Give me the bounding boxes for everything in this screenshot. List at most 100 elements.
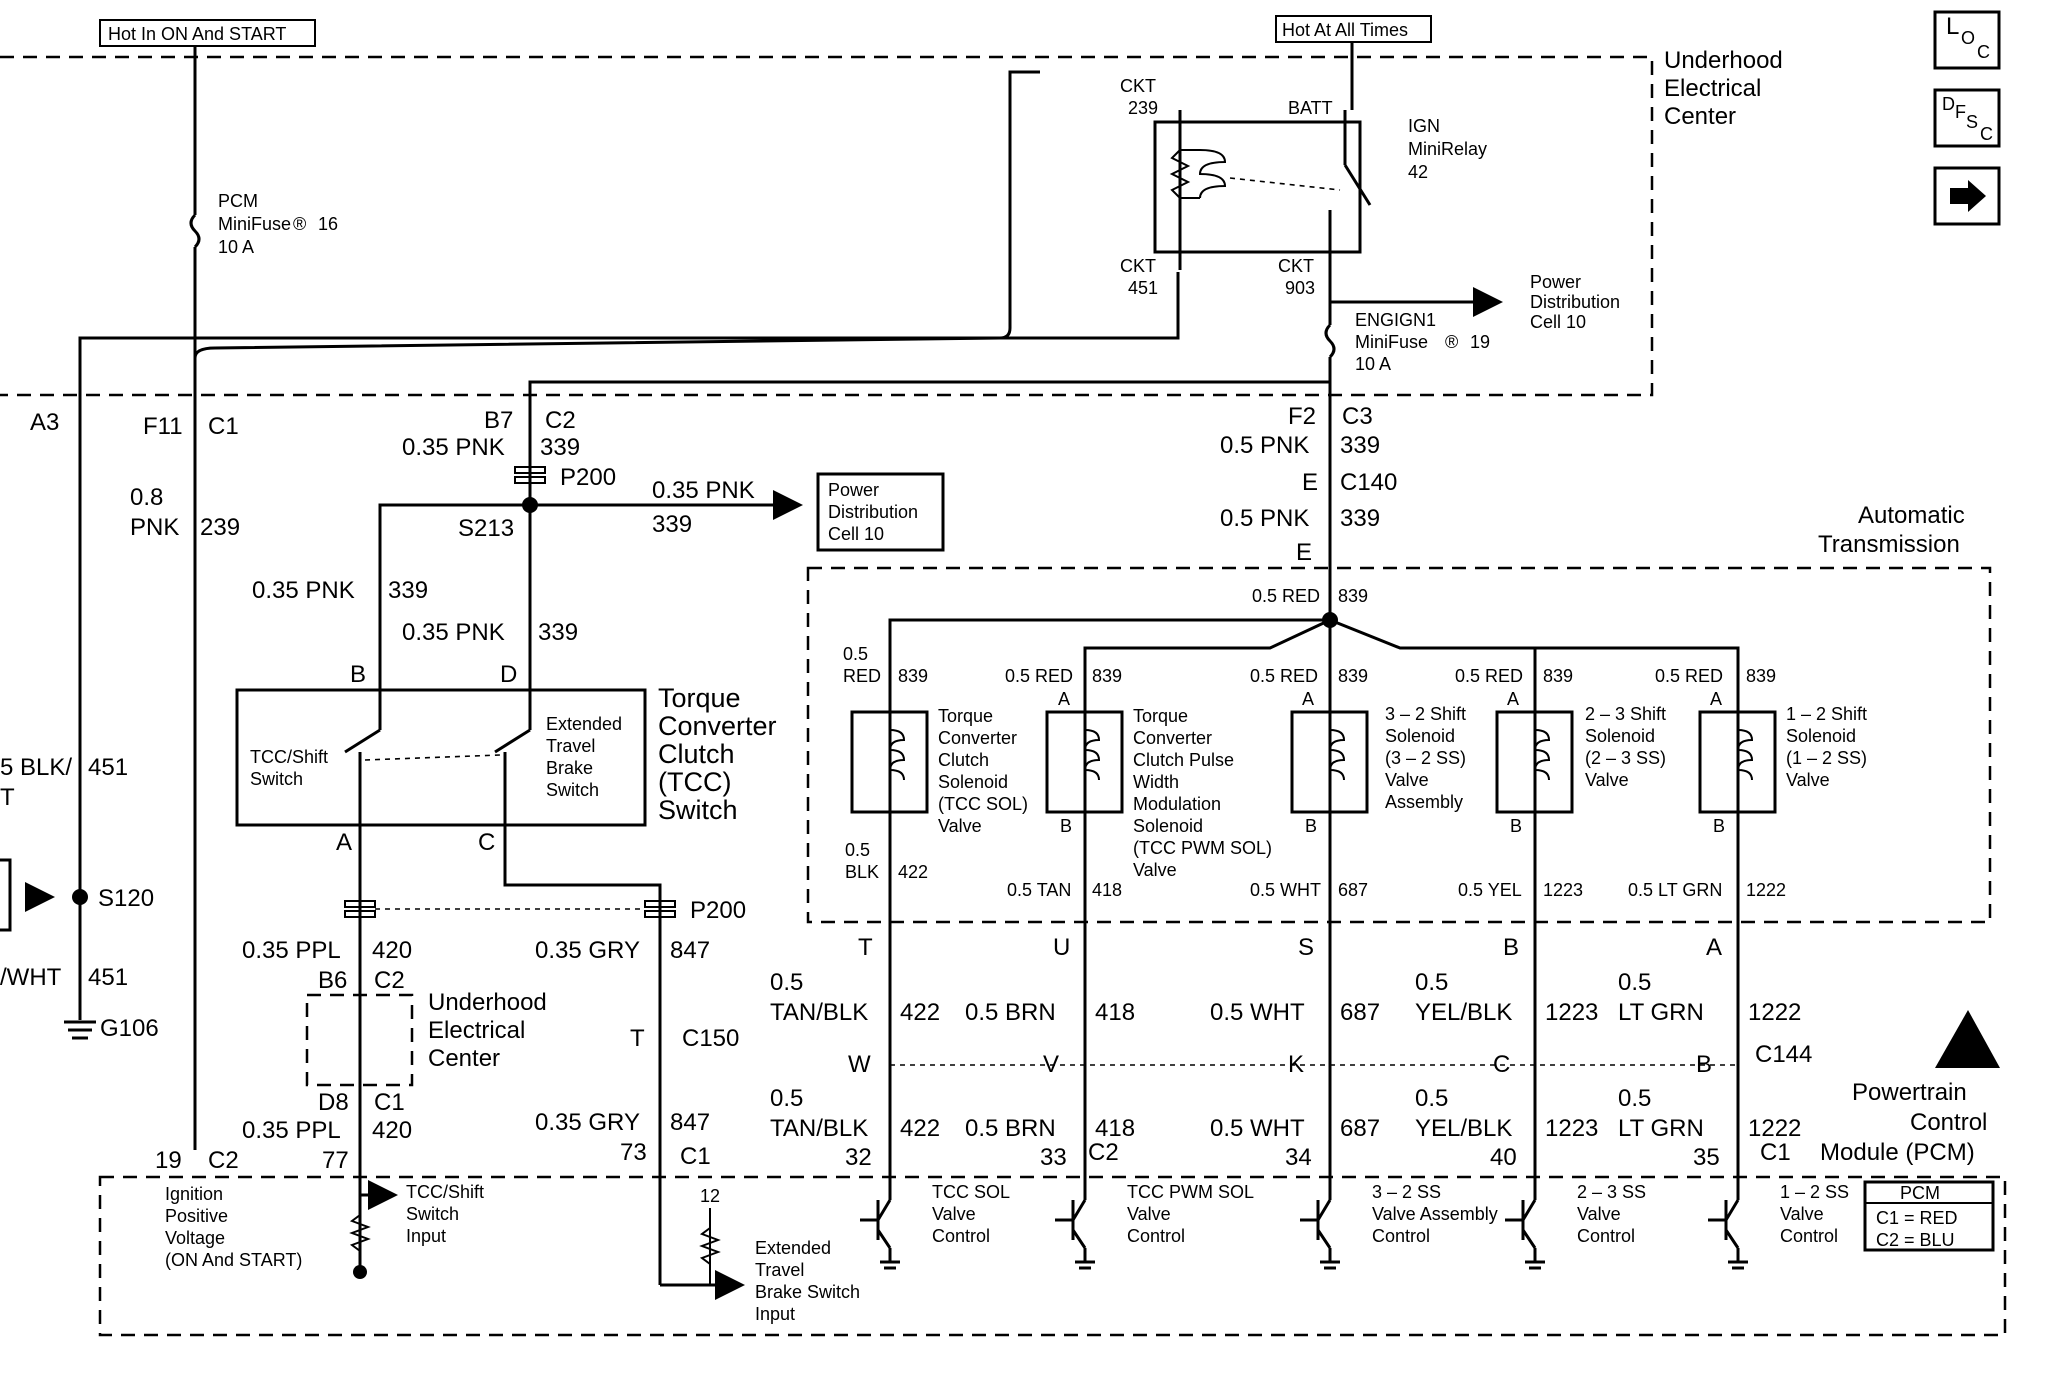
svg-text:C: C bbox=[478, 829, 495, 856]
harness-label: YEL/BLK bbox=[1415, 1115, 1512, 1142]
svg-text:Torque: Torque bbox=[1133, 706, 1188, 726]
svg-text:T: T bbox=[0, 784, 15, 811]
svg-text:S213: S213 bbox=[458, 515, 514, 542]
svg-text:239: 239 bbox=[200, 514, 240, 541]
svg-text:Center: Center bbox=[1664, 103, 1736, 130]
svg-text:CKT: CKT bbox=[1120, 76, 1156, 96]
svg-text:0.5 LT GRN: 0.5 LT GRN bbox=[1628, 880, 1722, 900]
hot-run-label: Hot In ON And START bbox=[99, 19, 316, 47]
solenoid-1-2: 0.5 RED 839 A B 1 – 2 Shift Solenoid (1 … bbox=[1628, 666, 1867, 930]
driver-label: 2 – 3 SS bbox=[1577, 1182, 1646, 1202]
harness-label: 422 bbox=[900, 1115, 940, 1142]
svg-text:Center: Center bbox=[428, 1045, 500, 1072]
svg-text:Voltage: Voltage bbox=[165, 1228, 225, 1248]
svg-text:0.8: 0.8 bbox=[130, 484, 163, 511]
svg-text:77: 77 bbox=[322, 1147, 349, 1174]
svg-text:Electrical: Electrical bbox=[1664, 75, 1761, 102]
svg-text:(TCC PWM SOL): (TCC PWM SOL) bbox=[1133, 838, 1272, 858]
p200-lower-connector-icon bbox=[344, 900, 676, 918]
svg-text:C1: C1 bbox=[1760, 1139, 1791, 1166]
svg-text:687: 687 bbox=[1338, 880, 1368, 900]
svg-text:420: 420 bbox=[372, 937, 412, 964]
svg-text:Converter: Converter bbox=[1133, 728, 1212, 748]
svg-text:19: 19 bbox=[1470, 332, 1490, 352]
svg-text:451: 451 bbox=[88, 754, 128, 781]
svg-text:10 A: 10 A bbox=[218, 237, 254, 257]
svg-text:451: 451 bbox=[88, 964, 128, 991]
svg-text:BATT: BATT bbox=[1288, 98, 1333, 118]
svg-text:0.35 PNK: 0.35 PNK bbox=[252, 577, 355, 604]
svg-text:Brake: Brake bbox=[546, 758, 593, 778]
svg-text:®: ® bbox=[293, 214, 306, 234]
svg-text:847: 847 bbox=[670, 1109, 710, 1136]
harness-label: 32 bbox=[845, 1144, 872, 1171]
svg-text:Distribution: Distribution bbox=[1530, 292, 1620, 312]
svg-text:G106: G106 bbox=[100, 1015, 159, 1042]
svg-text:Width: Width bbox=[1133, 772, 1179, 792]
svg-text:339: 339 bbox=[1340, 432, 1380, 459]
svg-text:847: 847 bbox=[670, 937, 710, 964]
svg-text:Brake Switch: Brake Switch bbox=[755, 1282, 860, 1302]
svg-text:C2 = BLU: C2 = BLU bbox=[1876, 1230, 1955, 1250]
svg-text:903: 903 bbox=[1285, 278, 1315, 298]
svg-text:Assembly: Assembly bbox=[1385, 792, 1463, 812]
harness-label: S bbox=[1298, 934, 1314, 961]
svg-text:Switch: Switch bbox=[406, 1204, 459, 1224]
ground-g106-icon bbox=[64, 1020, 96, 1040]
next-arrow-icon[interactable] bbox=[1933, 166, 2001, 226]
svg-text:Travel: Travel bbox=[755, 1260, 804, 1280]
svg-text:C2: C2 bbox=[374, 967, 405, 994]
harness-label: 35 bbox=[1693, 1144, 1720, 1171]
svg-text:C1: C1 bbox=[208, 413, 239, 440]
svg-text:B: B bbox=[350, 661, 366, 688]
harness-label: A bbox=[1706, 934, 1722, 961]
svg-text:A: A bbox=[1507, 689, 1519, 709]
svg-text:0.5 RED: 0.5 RED bbox=[1250, 666, 1318, 686]
svg-text:Hot In ON And START: Hot In ON And START bbox=[108, 24, 286, 44]
svg-text:A3: A3 bbox=[30, 409, 59, 436]
driver-label: Control bbox=[1577, 1226, 1635, 1246]
harness-label: 1222 bbox=[1748, 1115, 1801, 1142]
driver-label: Valve bbox=[1780, 1204, 1824, 1224]
harness-label: 687 bbox=[1340, 1115, 1380, 1142]
svg-text:MiniFuse: MiniFuse bbox=[1355, 332, 1428, 352]
svg-text:A: A bbox=[1058, 689, 1070, 709]
svg-text:339: 339 bbox=[540, 434, 580, 461]
svg-text:Solenoid: Solenoid bbox=[1585, 726, 1655, 746]
svg-text:C150: C150 bbox=[682, 1025, 739, 1052]
svg-text:PCM: PCM bbox=[218, 191, 258, 211]
svg-text:Solenoid: Solenoid bbox=[1385, 726, 1455, 746]
svg-text:Extended: Extended bbox=[755, 1238, 831, 1258]
svg-text:Switch: Switch bbox=[546, 780, 599, 800]
svg-text:2 – 3 Shift: 2 – 3 Shift bbox=[1585, 704, 1666, 724]
svg-text:D: D bbox=[1942, 94, 1955, 114]
svg-text:Extended: Extended bbox=[546, 714, 622, 734]
svg-text:CKT: CKT bbox=[1120, 256, 1156, 276]
svg-text:0.35 GRY: 0.35 GRY bbox=[535, 937, 640, 964]
svg-text:MiniFuse: MiniFuse bbox=[218, 214, 291, 234]
svg-text:Clutch Pulse: Clutch Pulse bbox=[1133, 750, 1234, 770]
svg-text:0.5 WHT: 0.5 WHT bbox=[1250, 880, 1321, 900]
svg-text:Converter: Converter bbox=[938, 728, 1017, 748]
svg-text:(TCC): (TCC) bbox=[658, 767, 731, 797]
svg-text:C1: C1 bbox=[374, 1089, 405, 1116]
harness-label: 34 bbox=[1285, 1144, 1312, 1171]
svg-text:S: S bbox=[1966, 112, 1978, 132]
harness-label: 0.5 bbox=[1618, 1085, 1651, 1112]
svg-text:A: A bbox=[1710, 689, 1722, 709]
svg-text:42: 42 bbox=[1408, 162, 1428, 182]
harness-label: 40 bbox=[1490, 1144, 1517, 1171]
svg-text:339: 339 bbox=[538, 619, 578, 646]
pdc-mid-box bbox=[816, 472, 945, 552]
auto-trans-boundary bbox=[806, 566, 1992, 924]
svg-text:1222: 1222 bbox=[1746, 880, 1786, 900]
svg-text:1 – 2 Shift: 1 – 2 Shift bbox=[1786, 704, 1867, 724]
